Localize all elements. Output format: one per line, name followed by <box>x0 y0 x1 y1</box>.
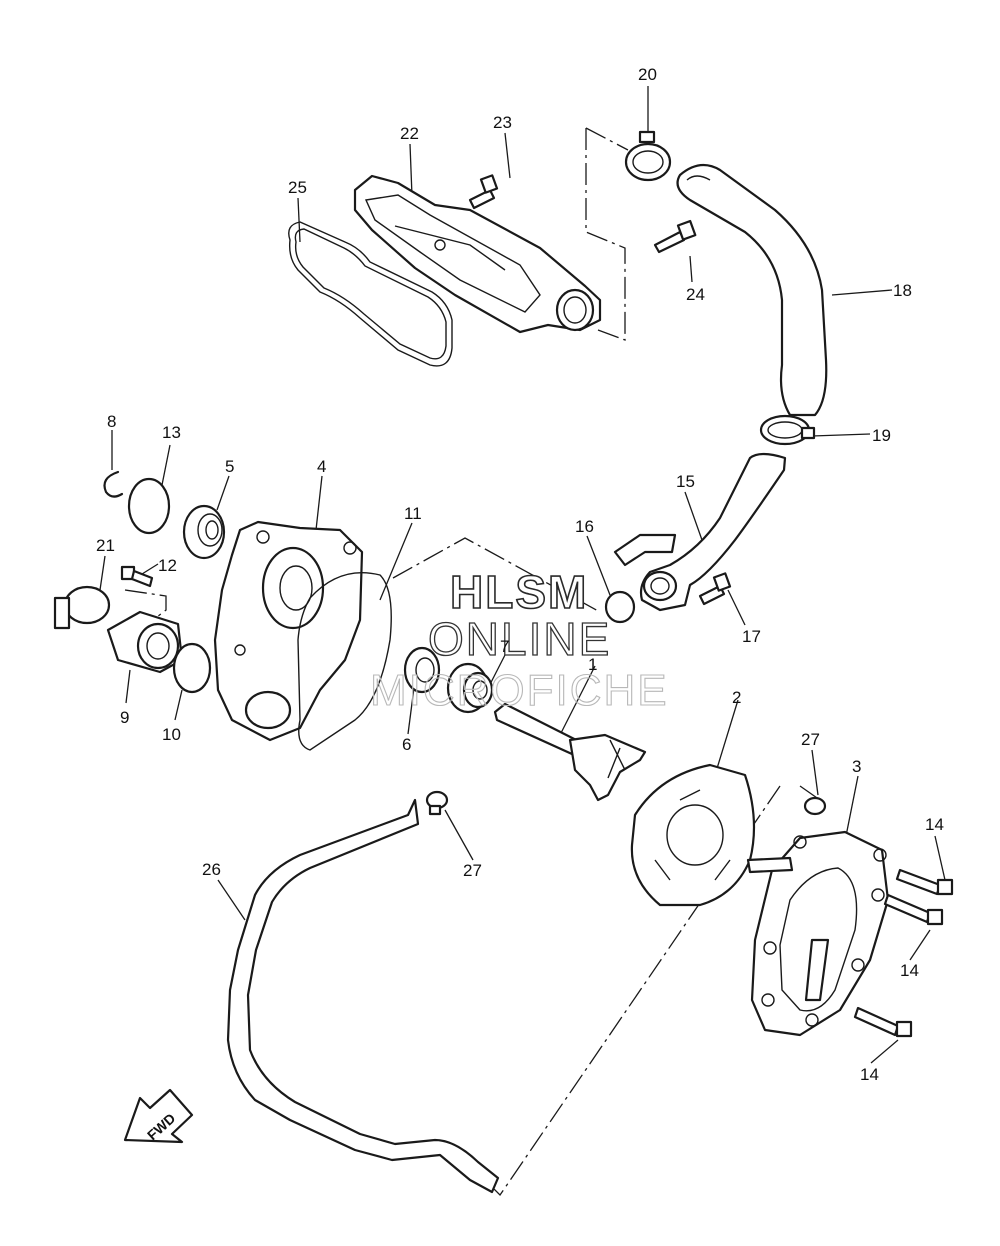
callout-18: 18 <box>893 281 912 300</box>
part-12-bolt <box>120 565 154 588</box>
part-27-clamp-upper <box>803 796 827 816</box>
watermark-line-3: MICROFICHE <box>370 666 669 715</box>
callout-20: 20 <box>638 65 657 84</box>
part-16-o-ring <box>604 590 636 624</box>
callout-23: 23 <box>493 113 512 132</box>
callout-14a: 14 <box>925 815 944 834</box>
callout-4: 4 <box>317 457 326 476</box>
part-19-hose-clamp <box>759 414 816 446</box>
part-17-bolt <box>698 572 732 606</box>
part-14-bolt-c <box>853 1006 913 1038</box>
callouts: 1 2 3 4 5 6 7 8 9 10 11 12 13 14 14 14 1… <box>96 65 944 1084</box>
watermark: HLSM ONLINE MICROFICHE <box>369 565 669 715</box>
part-8-circlip <box>103 470 124 498</box>
callout-3: 3 <box>852 757 861 776</box>
part-20-hose-clamp <box>624 130 672 182</box>
callout-17: 17 <box>742 627 761 646</box>
part-3-pump-cover <box>746 830 890 1037</box>
callout-2: 2 <box>732 688 741 707</box>
callout-11: 11 <box>404 504 422 523</box>
part-18-radiator-hose <box>676 163 828 417</box>
part-21-hose-clamp <box>53 585 111 630</box>
part-24-bolt <box>653 219 697 254</box>
callout-19: 19 <box>872 426 891 445</box>
part-9-outlet-fitting <box>106 610 184 674</box>
part-4-pump-housing <box>213 520 364 742</box>
callout-13: 13 <box>162 423 181 442</box>
part-23-bolt <box>468 174 499 210</box>
callout-12: 12 <box>158 556 177 575</box>
callout-5: 5 <box>225 457 234 476</box>
callout-16: 16 <box>575 517 594 536</box>
part-2-guide-plate <box>630 763 756 907</box>
callout-22: 22 <box>400 124 419 143</box>
callout-21: 21 <box>96 536 115 555</box>
part-14-bolt-a <box>895 868 954 896</box>
part-22-pipe-cover <box>353 174 602 334</box>
callout-24: 24 <box>686 285 705 304</box>
callout-14c: 14 <box>860 1065 879 1084</box>
part-14-bolt-b <box>883 893 944 926</box>
part-15-pipe-branch <box>613 533 677 567</box>
fwd-arrow-icon: FWD <box>123 1088 194 1143</box>
callout-15: 15 <box>676 472 695 491</box>
watermark-line-2: ONLINE <box>428 613 611 665</box>
callout-7: 7 <box>500 637 509 656</box>
callout-1: 1 <box>588 655 597 674</box>
callout-25: 25 <box>288 178 307 197</box>
part-25-gasket-inner <box>294 228 447 360</box>
callout-14b: 14 <box>900 961 919 980</box>
part-11-gasket <box>297 572 392 751</box>
part-15-water-pipe <box>639 452 787 612</box>
part-6-oil-seal <box>403 646 441 694</box>
part-7-mechanical-seal <box>446 662 494 714</box>
part-25-gasket <box>288 221 453 367</box>
part-13-o-ring <box>127 477 171 535</box>
callout-27a: 27 <box>801 730 820 749</box>
part-10-o-ring <box>172 642 212 694</box>
part-26-bypass-hose <box>226 798 500 1194</box>
callout-6: 6 <box>402 735 411 754</box>
callout-9: 9 <box>120 708 129 727</box>
callout-8: 8 <box>107 412 116 431</box>
callout-27b: 27 <box>463 861 482 880</box>
watermark-line-1: HLSM <box>450 566 588 618</box>
part-5-bearing <box>182 504 226 560</box>
callout-26: 26 <box>202 860 221 879</box>
callout-10: 10 <box>162 725 181 744</box>
part-1-impeller-shaft <box>493 702 647 802</box>
part-27-clamp-lower <box>425 790 449 816</box>
